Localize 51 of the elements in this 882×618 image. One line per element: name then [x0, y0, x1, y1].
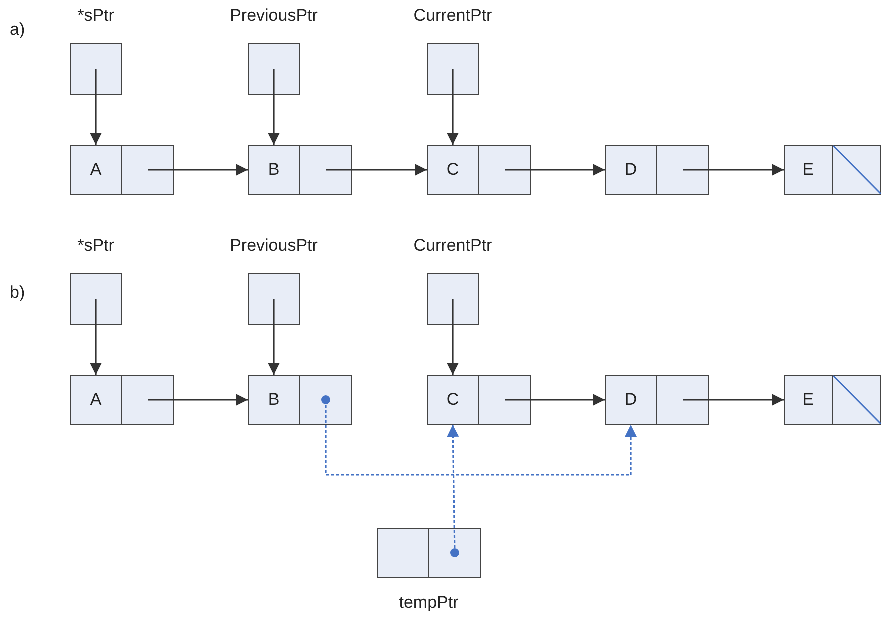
node-label: D: [624, 390, 638, 410]
list-node: [70, 375, 174, 425]
arrow: [505, 394, 605, 406]
dashed-arrow: [322, 396, 637, 476]
arrow: [683, 164, 784, 176]
node-label: A: [90, 390, 102, 410]
pointer-name: tempPtr: [399, 593, 459, 613]
list-node: [427, 375, 531, 425]
node-label: D: [624, 160, 638, 180]
node-label: C: [446, 160, 460, 180]
pointer-name: CurrentPtr: [414, 6, 492, 26]
node-label: A: [90, 160, 102, 180]
arrow: [505, 164, 605, 176]
list-node: [605, 145, 709, 195]
pointer-box: [427, 273, 479, 325]
list-node: [784, 145, 881, 195]
list-node: [248, 375, 352, 425]
pointer-box: [248, 273, 300, 325]
pointer-name: PreviousPtr: [230, 236, 318, 256]
arrow: [447, 299, 459, 375]
list-node: [784, 375, 881, 425]
arrow: [326, 164, 427, 176]
arrow: [90, 299, 102, 375]
list-node: [427, 145, 531, 195]
arrow: [268, 299, 280, 375]
arrow: [90, 69, 102, 145]
arrow: [447, 69, 459, 145]
pointer-box: [70, 273, 122, 325]
list-node: [70, 145, 174, 195]
list-node: [605, 375, 709, 425]
pointer-name: *sPtr: [78, 236, 114, 256]
arrow: [268, 69, 280, 145]
node-label: E: [802, 390, 814, 410]
node-label: B: [268, 160, 280, 180]
arrow: [148, 394, 248, 406]
panel-label: a): [10, 20, 26, 40]
pointer-box: [248, 43, 300, 95]
pointer-name: PreviousPtr: [230, 6, 318, 26]
node-label: C: [446, 390, 460, 410]
list-node: [377, 528, 481, 578]
arrow: [148, 164, 248, 176]
list-node: [248, 145, 352, 195]
pointer-box: [70, 43, 122, 95]
pointer-name: *sPtr: [78, 6, 114, 26]
arrow: [683, 394, 784, 406]
dashed-arrow: [447, 424, 460, 558]
pointer-box: [427, 43, 479, 95]
panel-label: b): [10, 283, 26, 303]
pointer-name: CurrentPtr: [414, 236, 492, 256]
node-label: B: [268, 390, 280, 410]
node-label: E: [802, 160, 814, 180]
